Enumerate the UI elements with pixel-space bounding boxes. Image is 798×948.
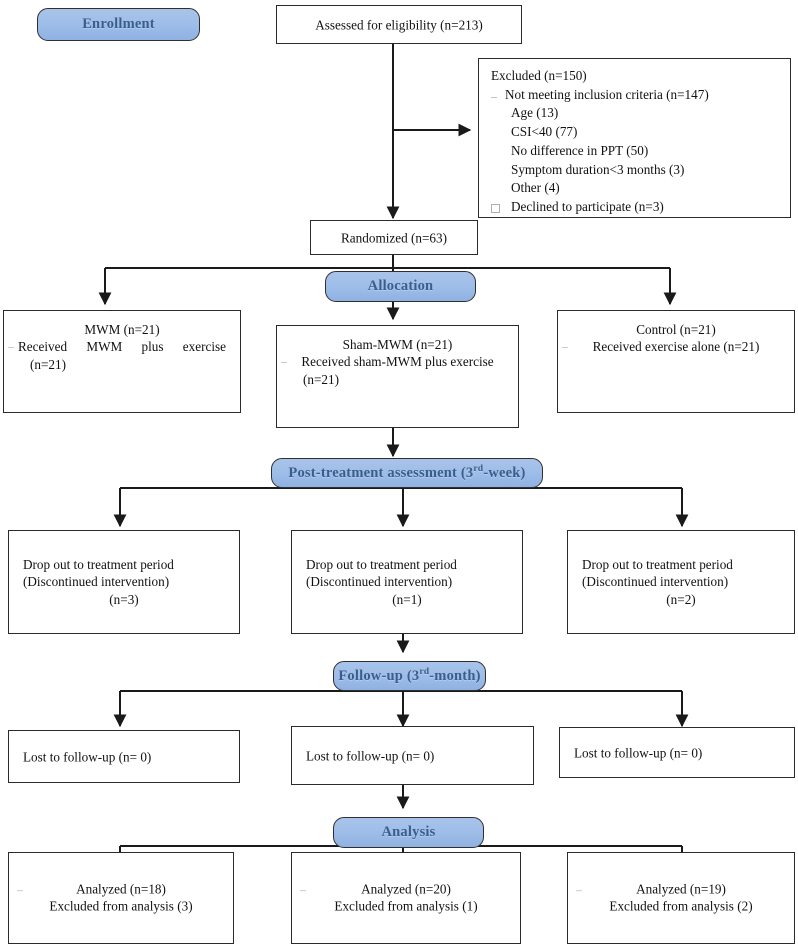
list-item: No difference in PPT (50) [491, 142, 780, 161]
analysis-analyzed: Analyzed (n=18) [76, 881, 166, 897]
dropout-line-1: Drop out to treatment period [23, 556, 174, 572]
box-lost-followup-mwm: Lost to follow-up (n= 0) [8, 730, 240, 783]
stage-badge-enrollment: Enrollment [37, 8, 200, 41]
arm-received-count: (n=21) [303, 371, 340, 387]
dropout-count: (n=1) [392, 591, 422, 607]
analysis-excluded: Excluded from analysis (1) [334, 899, 478, 914]
arm-received: Received sham-MWM plus exercise [301, 354, 494, 370]
dash-marker-icon: – [300, 882, 306, 897]
stage-badge-allocation: Allocation [325, 271, 476, 302]
box-allocation-sham-mwm: Sham-MWM (n=21) – Received sham-MWM plus… [276, 325, 519, 428]
dropout-count: (n=2) [666, 591, 696, 607]
dash-marker-icon: – [281, 354, 287, 369]
lost-followup-text: Lost to follow-up (n= 0) [306, 747, 435, 763]
box-lost-followup-control: Lost to follow-up (n= 0) [559, 727, 795, 778]
dash-marker-icon: – [562, 339, 568, 354]
dash-marker-icon: – [576, 882, 582, 897]
stage-badge-post-treatment-label: Post-treatment assessment (3rd-week) [288, 462, 526, 481]
arm-received: Received MWM plus exercise [18, 339, 226, 355]
arm-title: Control (n=21) [636, 322, 716, 337]
list-item-label: CSI<40 (77) [511, 124, 578, 140]
analysis-excluded: Excluded from analysis (2) [609, 899, 753, 914]
excluded-reason-list: – Not meeting inclusion criteria (n=147)… [491, 86, 780, 217]
dropout-line-2: (Discontinued intervention) [23, 574, 170, 590]
arm-received-count: (n=21) [30, 356, 67, 372]
box-analysis-sham-mwm: – Analyzed (n=20) Excluded from analysis… [291, 852, 521, 944]
stage-badge-follow-up-label: Follow-up (3rd-month) [338, 665, 481, 684]
dash-marker-icon: – [17, 882, 23, 897]
box-analysis-mwm: – Analyzed (n=18) Excluded from analysis… [8, 852, 234, 944]
analysis-excluded: Excluded from analysis (3) [49, 899, 193, 914]
list-item: Age (13) [491, 104, 780, 123]
list-item-label: Other (4) [511, 180, 560, 196]
list-item: – Not meeting inclusion criteria (n=147) [491, 86, 780, 105]
dropout-line-2: (Discontinued intervention) [306, 574, 453, 590]
stage-badge-analysis-label: Analysis [381, 824, 436, 840]
checkbox-marker-icon [491, 204, 500, 214]
analysis-analyzed: Analyzed (n=19) [636, 881, 726, 897]
list-item: Other (4) [491, 179, 780, 198]
box-assessed-for-eligibility: Assessed for eligibility (n=213) [276, 5, 522, 44]
stage-badge-allocation-label: Allocation [367, 278, 434, 294]
dash-marker-icon: – [491, 88, 497, 103]
list-item: Symptom duration<3 months (3) [491, 161, 780, 180]
list-item-label: Declined to participate (n=3) [511, 199, 664, 215]
box-dropout-mwm: Drop out to treatment period (Discontinu… [8, 530, 240, 634]
stage-badge-enrollment-label: Enrollment [82, 16, 155, 32]
arm-received: Received exercise alone (n=21) [592, 339, 760, 355]
randomized-text: Randomized (n=63) [341, 229, 447, 245]
dropout-count: (n=3) [109, 591, 139, 607]
box-analysis-control: – Analyzed (n=19) Excluded from analysis… [567, 852, 795, 944]
list-item-label: No difference in PPT (50) [511, 142, 649, 158]
arm-title: Sham-MWM (n=21) [342, 337, 453, 352]
box-allocation-mwm: MWM (n=21) – Received MWM plus exercise … [3, 310, 241, 413]
analysis-analyzed: Analyzed (n=20) [361, 881, 451, 897]
assessed-text: Assessed for eligibility (n=213) [315, 16, 483, 32]
box-allocation-control: Control (n=21) – Received exercise alone… [557, 310, 795, 413]
box-excluded: Excluded (n=150) – Not meeting inclusion… [478, 58, 791, 218]
lost-followup-text: Lost to follow-up (n= 0) [574, 744, 703, 760]
stage-badge-analysis: Analysis [333, 817, 484, 848]
list-item-label: Age (13) [511, 105, 559, 121]
dropout-line-2: (Discontinued intervention) [582, 574, 729, 590]
list-item: CSI<40 (77) [491, 123, 780, 142]
dropout-line-1: Drop out to treatment period [306, 556, 457, 572]
box-dropout-sham-mwm: Drop out to treatment period (Discontinu… [291, 530, 523, 634]
arm-title: MWM (n=21) [84, 322, 160, 337]
dropout-line-1: Drop out to treatment period [582, 556, 733, 572]
stage-badge-follow-up: Follow-up (3rd-month) [333, 661, 486, 691]
box-lost-followup-sham-mwm: Lost to follow-up (n= 0) [291, 726, 534, 785]
list-item-label: Not meeting inclusion criteria (n=147) [505, 86, 709, 102]
list-item-label: Symptom duration<3 months (3) [511, 161, 685, 177]
box-dropout-control: Drop out to treatment period (Discontinu… [567, 530, 795, 634]
stage-badge-post-treatment: Post-treatment assessment (3rd-week) [271, 458, 543, 488]
box-randomized: Randomized (n=63) [310, 220, 478, 255]
lost-followup-text: Lost to follow-up (n= 0) [23, 748, 152, 764]
excluded-heading: Excluded (n=150) [491, 68, 587, 83]
dash-marker-icon: – [8, 339, 14, 354]
list-item: Declined to participate (n=3) [491, 198, 780, 217]
